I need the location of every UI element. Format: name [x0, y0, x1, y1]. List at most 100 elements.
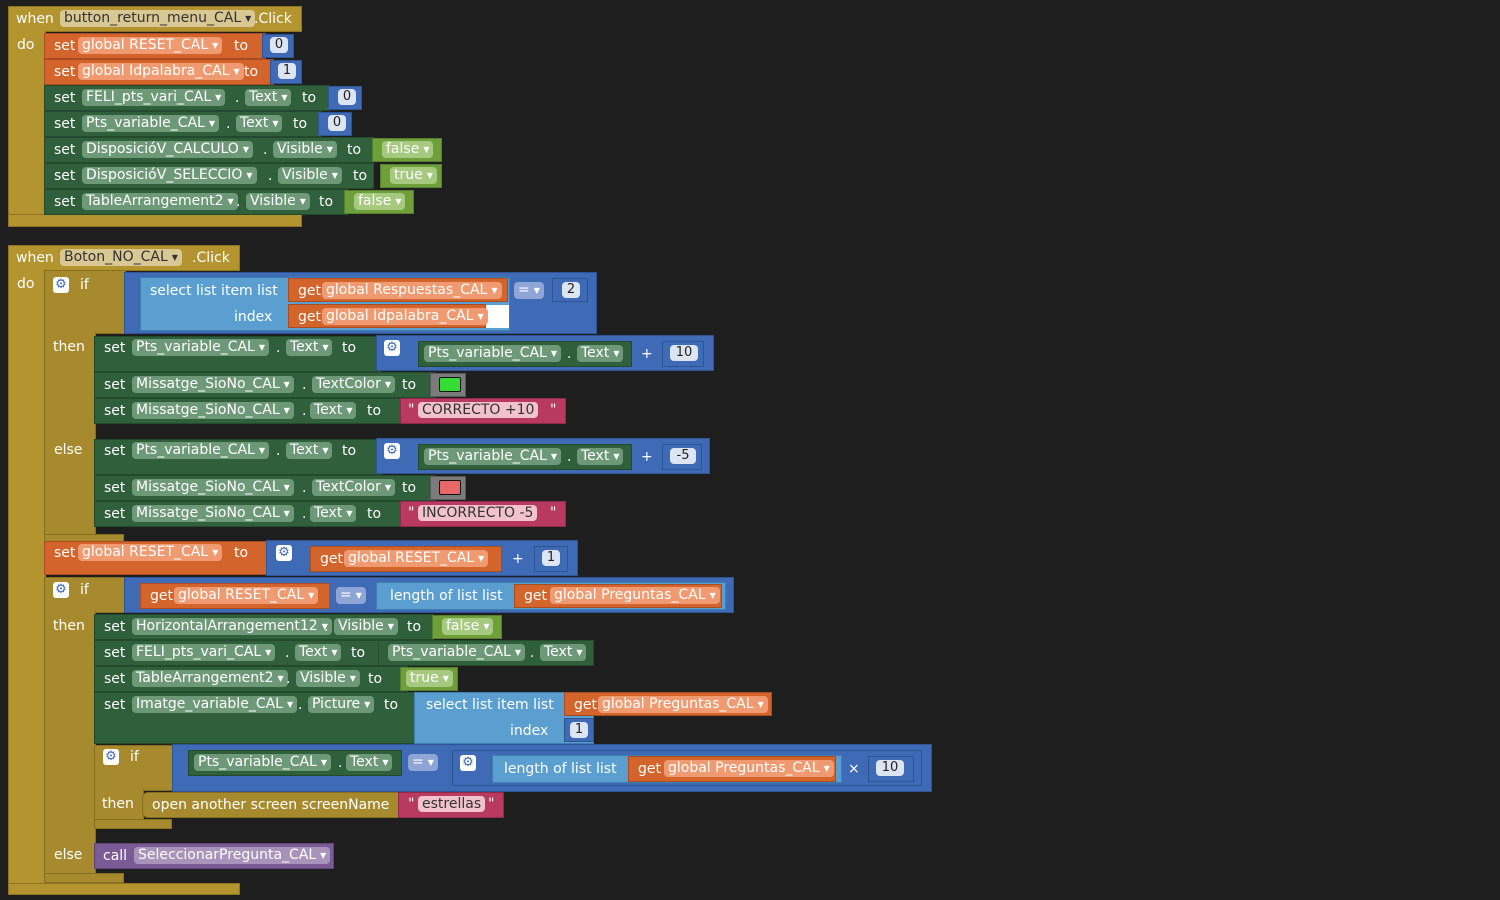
string-value[interactable]: INCORRECTO -5	[418, 505, 538, 521]
property-dropdown[interactable]: Text▼	[286, 442, 333, 459]
property-dropdown[interactable]: TextColor▼	[312, 376, 396, 393]
length-of-list-label: length of list list	[390, 588, 503, 604]
number-value[interactable]: 1	[570, 722, 588, 738]
component-dropdown[interactable]: FELI_pts_vari_CAL▼	[132, 644, 276, 661]
when-label: when	[16, 11, 54, 27]
property-dropdown[interactable]: Text▼	[540, 644, 587, 661]
property-dropdown[interactable]: Visible▼	[273, 141, 337, 158]
boolean-dropdown[interactable]: false▼	[442, 618, 494, 635]
property-dropdown[interactable]: Text▼	[577, 448, 624, 465]
event-component-dropdown[interactable]: Boton_NO_CAL▼	[60, 249, 182, 266]
property-dropdown[interactable]: Visible▼	[296, 670, 360, 687]
gear-icon[interactable]: ⚙	[384, 340, 400, 356]
component-dropdown[interactable]: Imatge_variable_CAL▼	[132, 696, 298, 713]
property-dropdown[interactable]: Visible▼	[334, 618, 398, 635]
gear-icon[interactable]: ⚙	[460, 755, 476, 771]
property-dropdown[interactable]: Text▼	[310, 402, 357, 419]
boolean-dropdown[interactable]: true▼	[406, 670, 453, 687]
boolean-dropdown[interactable]: true▼	[390, 167, 437, 184]
boolean-dropdown[interactable]: false▼	[354, 193, 406, 210]
component-dropdown[interactable]: FELI_pts_vari_CAL▼	[82, 89, 226, 106]
variable-dropdown[interactable]: global RESET_CAL▼	[78, 37, 223, 54]
compare-operator-dropdown[interactable]: =▼	[514, 282, 544, 299]
variable-dropdown[interactable]: global RESET_CAL▼	[174, 587, 319, 604]
procedure-dropdown[interactable]: SeleccionarPregunta_CAL▼	[134, 847, 331, 864]
property-dropdown[interactable]: Visible▼	[246, 193, 310, 210]
property-dropdown[interactable]: Text▼	[346, 754, 393, 771]
set-label: set	[104, 506, 126, 522]
length-of-list-label: length of list list	[504, 761, 617, 777]
number-value[interactable]: 0	[270, 37, 288, 53]
set-label: set	[104, 403, 126, 419]
number-value[interactable]: 2	[562, 282, 580, 298]
variable-dropdown[interactable]: global Preguntas_CAL▼	[664, 760, 834, 777]
component-dropdown[interactable]: Missatge_SioNo_CAL▼	[132, 479, 294, 496]
number-value[interactable]: 0	[328, 115, 346, 131]
property-dropdown[interactable]: Text▼	[577, 345, 624, 362]
variable-dropdown[interactable]: global Idpalabra_CAL▼	[78, 63, 244, 80]
component-dropdown[interactable]: HorizontalArrangement12▼	[132, 618, 332, 635]
quote-open: "	[408, 402, 415, 418]
component-dropdown[interactable]: Missatge_SioNo_CAL▼	[132, 402, 294, 419]
set-label: set	[54, 142, 76, 158]
boolean-dropdown[interactable]: false▼	[382, 141, 434, 158]
string-value[interactable]: CORRECTO +10	[418, 402, 539, 418]
dot-label: .	[276, 443, 281, 459]
property-dropdown[interactable]: Text▼	[295, 644, 342, 661]
number-value[interactable]: 1	[278, 63, 296, 79]
number-value[interactable]: -5	[670, 448, 696, 464]
variable-dropdown[interactable]: global RESET_CAL▼	[78, 544, 223, 561]
event-component-dropdown[interactable]: button_return_menu_CAL▼	[60, 10, 256, 27]
variable-dropdown[interactable]: global RESET_CAL▼	[344, 550, 489, 567]
component-dropdown[interactable]: TableArrangement2▼	[132, 670, 288, 687]
component-dropdown[interactable]: TableArrangement2▼	[82, 193, 238, 210]
component-dropdown[interactable]: Pts_variable_CAL▼	[194, 754, 332, 771]
property-dropdown[interactable]: Text▼	[310, 505, 357, 522]
color-swatch[interactable]	[439, 480, 461, 495]
component-dropdown[interactable]: Pts_variable_CAL▼	[424, 448, 562, 465]
component-dropdown[interactable]: Pts_variable_CAL▼	[132, 442, 270, 459]
variable-dropdown[interactable]: global Idpalabra_CAL▼	[322, 308, 488, 325]
gear-icon[interactable]: ⚙	[103, 749, 119, 765]
to-label: to	[234, 38, 249, 54]
gear-icon[interactable]: ⚙	[53, 582, 69, 598]
number-value[interactable]: 1	[542, 550, 560, 566]
component-dropdown[interactable]: Missatge_SioNo_CAL▼	[132, 376, 294, 393]
if-else-rail	[44, 332, 96, 536]
else-label: else	[54, 847, 83, 863]
set-label: set	[54, 194, 76, 210]
gear-icon[interactable]: ⚙	[276, 545, 292, 561]
property-dropdown[interactable]: Text▼	[286, 339, 333, 356]
compare-operator-dropdown[interactable]: =▼	[408, 754, 438, 771]
string-value[interactable]: estrellas	[418, 796, 486, 812]
component-dropdown[interactable]: DisposicióV_CALCULO▼	[82, 141, 253, 158]
property-dropdown[interactable]: Visible▼	[278, 167, 342, 184]
variable-dropdown[interactable]: global Preguntas_CAL▼	[550, 587, 720, 604]
property-dropdown[interactable]: Text▼	[236, 115, 283, 132]
number-value[interactable]: 0	[338, 89, 356, 105]
set-label: set	[54, 64, 76, 80]
index-label: index	[510, 723, 549, 739]
component-dropdown[interactable]: DisposicióV_SELECCIO▼	[82, 167, 257, 184]
component-dropdown[interactable]: Pts_variable_CAL▼	[82, 115, 220, 132]
variable-dropdown[interactable]: global Preguntas_CAL▼	[598, 696, 768, 713]
set-label: set	[54, 168, 76, 184]
property-dropdown[interactable]: TextColor▼	[312, 479, 396, 496]
color-swatch[interactable]	[439, 377, 461, 392]
component-dropdown[interactable]: Missatge_SioNo_CAL▼	[132, 505, 294, 522]
compare-operator-dropdown[interactable]: =▼	[336, 587, 366, 604]
variable-dropdown[interactable]: global Respuestas_CAL▼	[322, 282, 502, 299]
component-dropdown[interactable]: Pts_variable_CAL▼	[388, 644, 526, 661]
to-label: to	[234, 545, 249, 561]
component-dropdown[interactable]: Pts_variable_CAL▼	[132, 339, 270, 356]
number-value[interactable]: 10	[670, 345, 698, 361]
property-dropdown[interactable]: Text▼	[245, 89, 292, 106]
number-value[interactable]: 10	[876, 760, 904, 776]
component-dropdown[interactable]: Pts_variable_CAL▼	[424, 345, 562, 362]
open-another-screen-block[interactable]	[142, 792, 404, 818]
gear-icon[interactable]: ⚙	[384, 443, 400, 459]
gear-icon[interactable]: ⚙	[53, 277, 69, 293]
set-label: set	[104, 480, 126, 496]
to-label: to	[353, 168, 368, 184]
property-dropdown[interactable]: Picture▼	[308, 696, 375, 713]
